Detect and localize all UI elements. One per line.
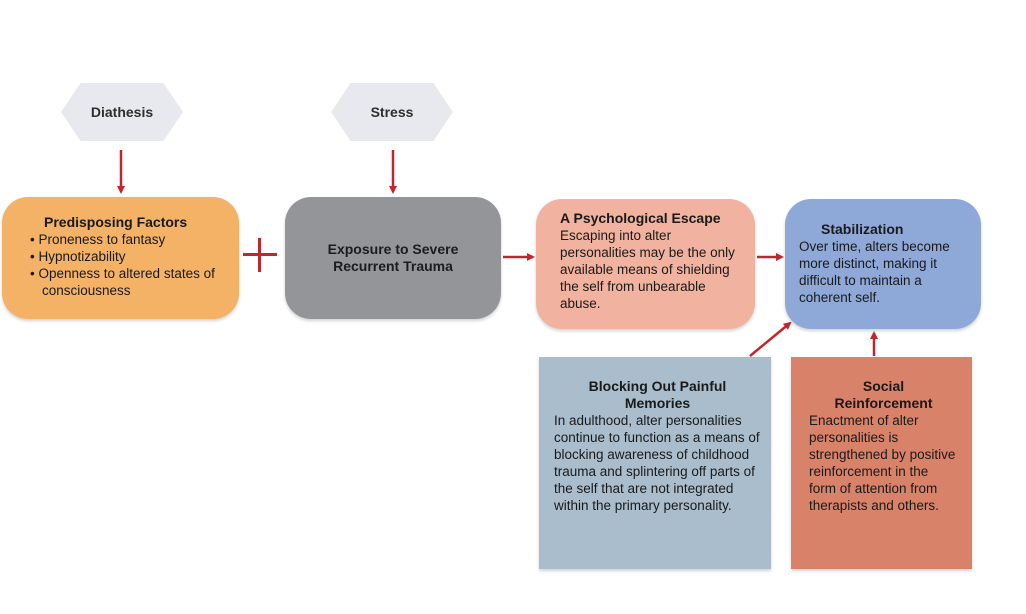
- exposure-trauma-title: Exposure to Severe Recurrent Trauma: [327, 241, 459, 274]
- predisposing-item: Openness to altered states of consciousn…: [30, 265, 229, 299]
- social-reinforcement-title: Social Reinforcement: [834, 378, 933, 411]
- plus-icon: [243, 238, 277, 272]
- blocking-memories-title: Blocking Out Painful Memories: [588, 378, 727, 411]
- predisposing-item: Proneness to fantasy: [30, 231, 229, 248]
- stress-hexagon: Stress: [331, 83, 453, 141]
- predisposing-factors-list: Proneness to fantasy Hypnotizability Ope…: [30, 231, 229, 299]
- stabilization-text: Over time, alters become more distinct, …: [799, 239, 950, 305]
- predisposing-factors-box: Predisposing Factors Proneness to fantas…: [2, 197, 239, 319]
- blocking-memories-text: In adulthood, alter personalities contin…: [554, 413, 760, 513]
- exposure-trauma-box: Exposure to Severe Recurrent Trauma: [285, 197, 501, 319]
- predisposing-factors-title: Predisposing Factors: [44, 214, 188, 230]
- psychological-escape-box: A Psychological Escape Escaping into alt…: [536, 199, 755, 329]
- social-reinforcement-text: Enactment of alter personalities is stre…: [809, 413, 956, 513]
- stabilization-title: Stabilization: [821, 221, 904, 237]
- arrow-blocking-to-stabilization: [749, 321, 792, 357]
- psychological-escape-text: Escaping into alter personalities may be…: [560, 228, 735, 311]
- blocking-memories-box: Blocking Out Painful Memories In adultho…: [539, 357, 771, 569]
- social-reinforcement-box: Social Reinforcement Enactment of alter …: [791, 357, 972, 569]
- predisposing-item: Hypnotizability: [30, 248, 229, 265]
- diathesis-label: Diathesis: [90, 104, 154, 120]
- diathesis-hexagon: Diathesis: [61, 83, 183, 141]
- stress-label: Stress: [370, 104, 414, 120]
- stabilization-box: Stabilization Over time, alters become m…: [785, 199, 981, 329]
- psychological-escape-title: A Psychological Escape: [560, 210, 721, 226]
